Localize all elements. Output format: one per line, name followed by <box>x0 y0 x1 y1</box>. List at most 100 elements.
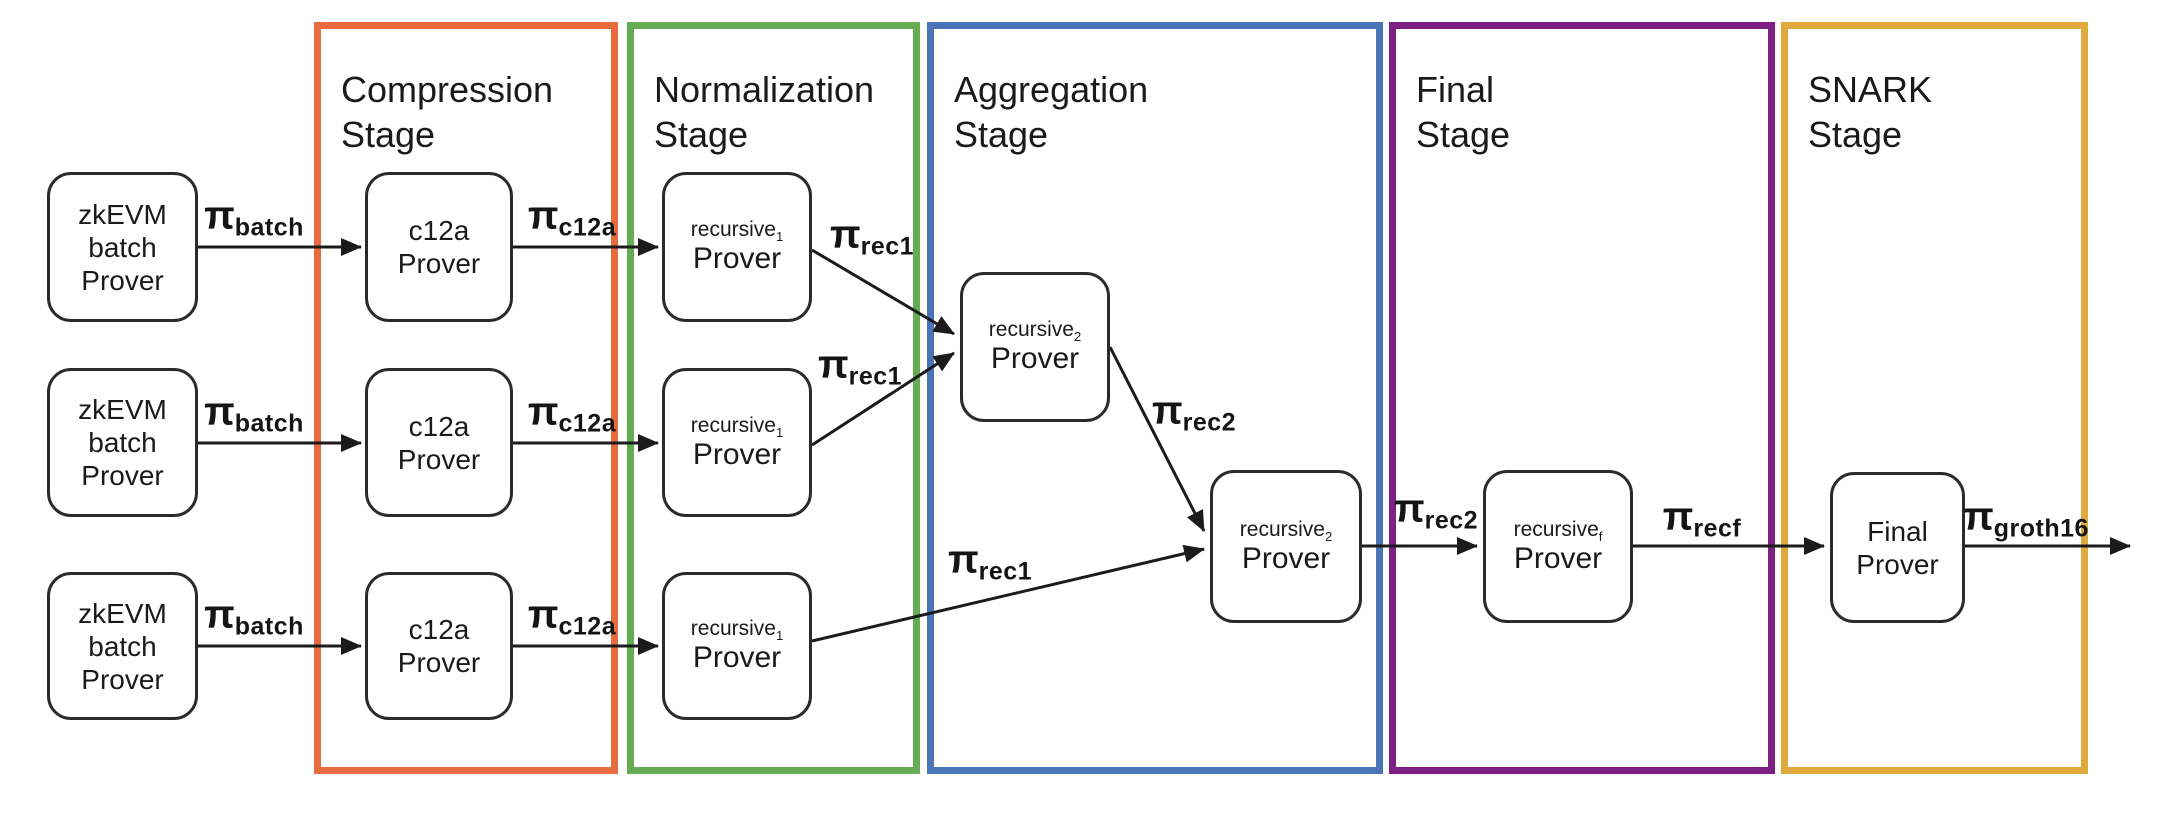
node-label-line: batch <box>88 630 157 662</box>
pi-subscript: batch <box>234 612 304 641</box>
stage-normalization: Normalization Stage <box>627 22 920 774</box>
node-label-line: Prover <box>81 460 164 491</box>
pi-symbol: π <box>817 342 849 387</box>
recursive-base: recursive <box>690 218 776 241</box>
stage-title-line2: Stage <box>1416 114 1511 155</box>
node-label-line: recursive2 <box>989 318 1081 343</box>
pi-symbol: π <box>204 193 235 238</box>
proof-label-pi-rec1-2: πrec1 <box>818 345 902 392</box>
pi-symbol: π <box>204 592 235 637</box>
pi-symbol: π <box>1393 486 1425 531</box>
proof-label-pi-c12a-2: πc12a <box>528 392 616 439</box>
stage-aggregation: Aggregation Stage <box>927 22 1383 774</box>
pi-subscript: c12a <box>558 409 617 438</box>
recursive-subscript: 1 <box>775 229 784 245</box>
arrow-pi-rec1-2 <box>811 351 955 447</box>
node-label-line: c12a <box>408 410 470 442</box>
node-label-line: zkEVM <box>78 198 167 230</box>
node-label-line: Prover <box>692 437 782 471</box>
node-label-line: c12a <box>408 215 470 246</box>
node-label-line: Prover <box>1241 541 1331 575</box>
proof-label-pi-groth16: πgroth16 <box>1963 497 2089 544</box>
proof-label-pi-rec1-1: πrec1 <box>830 215 914 262</box>
proof-label-pi-c12a-3: πc12a <box>528 595 616 642</box>
stage-snark: SNARK Stage <box>1781 22 2088 774</box>
recursive-base: recursive <box>1513 517 1599 541</box>
node-zkevm-batch-prover-1: zkEVM batch Prover <box>47 172 198 322</box>
arrow-pi-rec1-1 <box>811 248 955 336</box>
node-label-line: Prover <box>81 663 164 695</box>
node-recursive1-prover-2: recursive1 Prover <box>662 368 812 517</box>
stage-title-snark: SNARK Stage <box>1808 67 2081 157</box>
node-label-line: zkEVM <box>78 597 167 629</box>
node-label-line: Prover <box>990 342 1080 375</box>
proof-label-pi-rec2-diagonal: πrec2 <box>1152 391 1236 438</box>
pi-subscript: c12a <box>558 213 617 242</box>
stage-final: Final Stage <box>1389 22 1775 774</box>
node-label-line: Prover <box>397 647 481 678</box>
stage-title-line1: Compression <box>341 69 554 110</box>
proof-label-pi-batch-1: πbatch <box>204 196 304 243</box>
node-label-line: zkEVM <box>78 394 167 425</box>
pi-symbol: π <box>527 592 559 637</box>
node-label-line: c12a <box>408 614 470 645</box>
node-recursive2-prover-2: recursive2 Prover <box>1210 470 1362 623</box>
pi-subscript: rec1 <box>860 232 915 261</box>
recursive-subscript: 1 <box>775 628 784 644</box>
recursive-base: recursive <box>690 413 776 437</box>
stage-title-aggregation: Aggregation Stage <box>954 67 1376 157</box>
node-label-line: Final <box>1867 515 1928 547</box>
proof-label-pi-batch-2: πbatch <box>204 392 304 439</box>
node-label-line: batch <box>88 427 157 458</box>
stage-title-compression: Compression Stage <box>341 67 611 157</box>
arrow-pi-rec2-diagonal <box>1108 346 1206 532</box>
pi-subscript: rec2 <box>1424 506 1479 535</box>
pi-subscript: batch <box>234 213 304 242</box>
stage-title-line2: Stage <box>954 114 1049 155</box>
pi-symbol: π <box>527 193 559 238</box>
node-label-line: Prover <box>692 641 782 674</box>
node-recursive2-prover-1: recursive2 Prover <box>960 272 1110 422</box>
node-label-line: Prover <box>1513 541 1603 575</box>
proof-label-pi-rec2-horizontal: πrec2 <box>1394 489 1478 536</box>
pi-subscript: rec1 <box>848 362 903 391</box>
node-c12a-prover-2: c12a Prover <box>365 368 513 517</box>
stage-title-line1: Final <box>1416 69 1495 110</box>
recursive-base: recursive <box>690 617 776 640</box>
node-label-line: Prover <box>692 242 782 275</box>
node-label-line: recursive2 <box>1240 518 1332 543</box>
node-label-line: Prover <box>397 248 481 279</box>
proof-label-pi-recf: πrecf <box>1663 497 1742 544</box>
node-zkevm-batch-prover-3: zkEVM batch Prover <box>47 572 198 720</box>
node-label-line: Prover <box>81 264 164 296</box>
node-zkevm-batch-prover-2: zkEVM batch Prover <box>47 368 198 517</box>
proof-label-pi-c12a-1: πc12a <box>528 196 616 243</box>
pi-subscript: groth16 <box>1993 514 2089 543</box>
node-label-line: batch <box>88 231 157 263</box>
pi-symbol: π <box>204 389 235 434</box>
pi-subscript: batch <box>234 409 304 438</box>
stage-title-normalization: Normalization Stage <box>654 67 913 157</box>
node-recursive1-prover-1: recursive1 Prover <box>662 172 812 322</box>
stage-title-line1: Normalization <box>654 69 875 110</box>
node-label-line: recursive1 <box>690 413 783 439</box>
proof-label-pi-rec1-3: πrec1 <box>948 540 1032 587</box>
stage-title-line2: Stage <box>1808 114 1903 155</box>
recursive-subscript: f <box>1598 528 1603 544</box>
pi-subscript: c12a <box>558 612 617 641</box>
node-recursivef-prover: recursivef Prover <box>1483 470 1633 623</box>
node-c12a-prover-1: c12a Prover <box>365 172 513 322</box>
pi-subscript: rec2 <box>1182 408 1237 437</box>
pi-symbol: π <box>829 212 861 257</box>
pi-symbol: π <box>527 389 559 434</box>
node-label-line: recursivef <box>1513 517 1603 544</box>
pi-symbol: π <box>947 537 979 582</box>
node-recursive1-prover-3: recursive1 Prover <box>662 572 812 720</box>
stage-title-final: Final Stage <box>1416 67 1768 157</box>
stage-title-line1: SNARK <box>1808 69 1933 110</box>
stage-title-line1: Aggregation <box>954 69 1149 110</box>
node-label-line: Prover <box>397 443 481 475</box>
node-final-prover: Final Prover <box>1830 472 1965 623</box>
